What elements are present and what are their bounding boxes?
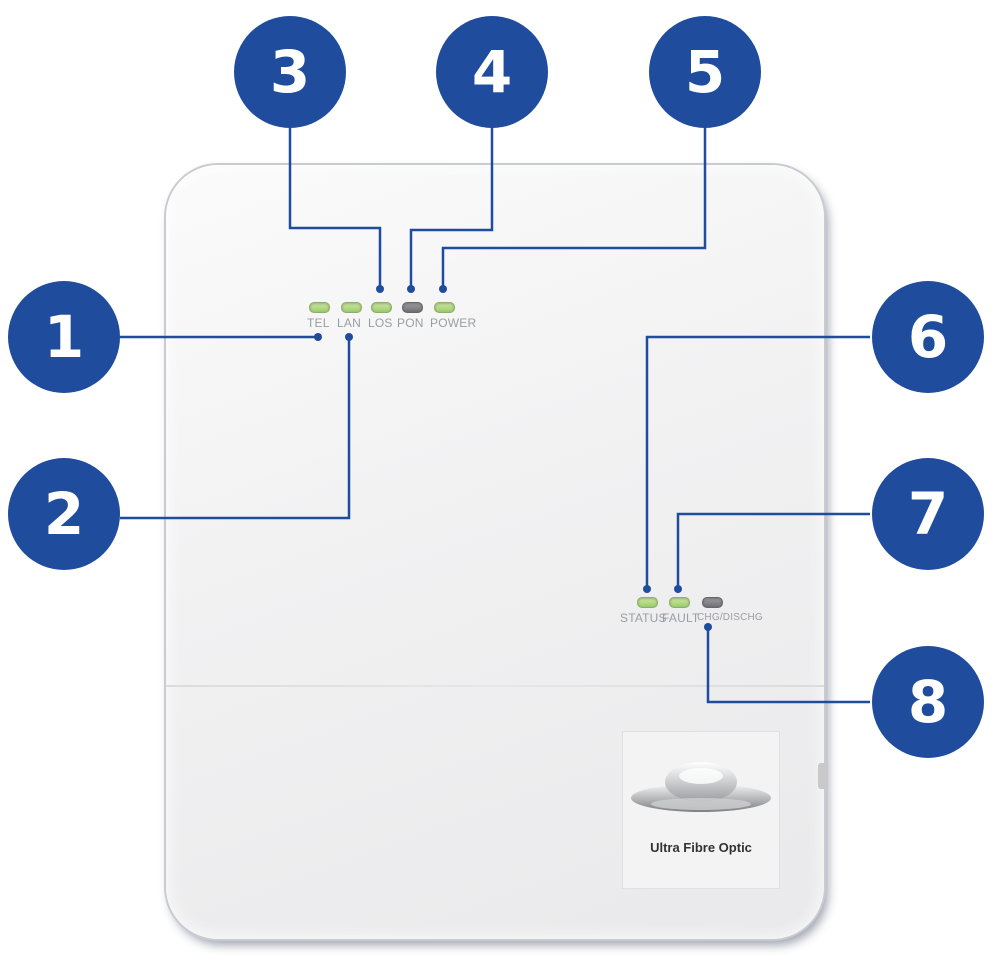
leader-dots — [314, 285, 712, 631]
dot-4 — [407, 285, 415, 293]
led-lan — [341, 302, 362, 313]
callout-2-number: 2 — [44, 480, 84, 548]
callout-7: 7 — [872, 458, 984, 570]
leader-line-2 — [120, 337, 351, 520]
callout-3-number: 3 — [270, 38, 310, 106]
led-status — [637, 597, 658, 608]
leader-lines — [120, 110, 870, 704]
callout-5-number: 5 — [685, 38, 725, 106]
callout-3: 3 — [234, 16, 346, 128]
callout-6-number: 6 — [908, 303, 948, 371]
callout-markers: 1 2 3 4 5 6 7 8 — [8, 16, 984, 758]
dot-1 — [314, 333, 322, 341]
label-lan: LAN — [337, 316, 361, 330]
led-fault — [669, 597, 690, 608]
case-seam — [166, 685, 824, 687]
callout-8-number: 8 — [908, 668, 948, 736]
ufo-logo-icon — [631, 762, 771, 812]
label-los: LOS — [368, 316, 393, 330]
led-power — [434, 302, 455, 313]
leader-line-6 — [645, 335, 870, 588]
led-pon — [402, 302, 423, 313]
callout-4-number: 4 — [472, 38, 512, 106]
leader-line-8 — [706, 628, 870, 704]
callout-6: 6 — [872, 281, 984, 393]
dot-2 — [345, 333, 353, 341]
leader-line-7 — [676, 512, 870, 588]
label-chg-dischg: CHG/DISCHG — [697, 612, 763, 623]
logo-text: Ultra Fibre Optic — [650, 840, 752, 855]
callout-8: 8 — [872, 646, 984, 758]
callout-7-number: 7 — [908, 480, 948, 548]
label-fault: FAULT — [662, 611, 700, 625]
leader-line-3 — [288, 110, 382, 288]
led-chg-dischg — [702, 597, 723, 608]
dot-6 — [643, 585, 651, 593]
label-power: POWER — [430, 316, 477, 330]
callout-2: 2 — [8, 458, 120, 570]
callout-4: 4 — [436, 16, 548, 128]
dot-8 — [704, 623, 712, 631]
label-tel: TEL — [307, 316, 330, 330]
label-pon: PON — [397, 316, 424, 330]
callout-5: 5 — [649, 16, 761, 128]
led-tel — [309, 302, 330, 313]
label-status: STATUS — [620, 611, 667, 625]
leader-line-4 — [409, 110, 494, 288]
ont-device: TEL LAN LOS PON POWER STATUS FAULT CHG/D… — [166, 165, 828, 939]
dot-5 — [439, 285, 447, 293]
leader-line-5 — [441, 110, 707, 288]
brand-logo-panel: Ultra Fibre Optic — [622, 731, 780, 889]
callout-1: 1 — [8, 281, 120, 393]
dot-7 — [674, 585, 682, 593]
side-button — [818, 763, 828, 789]
led-los — [371, 302, 392, 313]
callout-1-number: 1 — [44, 303, 84, 371]
dot-3 — [376, 285, 384, 293]
